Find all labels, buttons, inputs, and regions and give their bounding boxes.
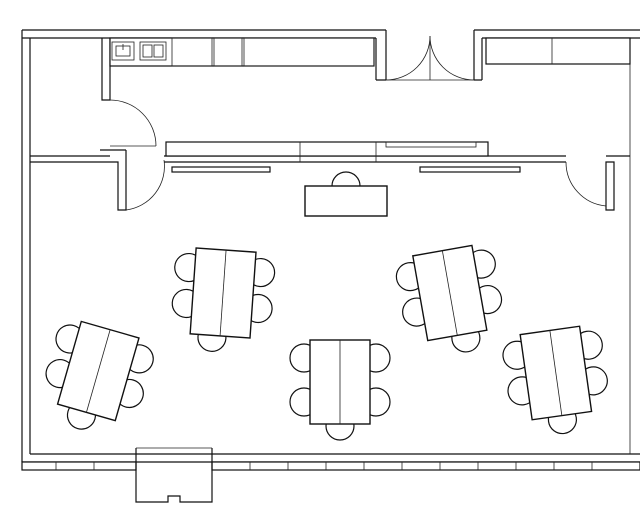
kitchen-door-2[interactable]	[125, 159, 165, 211]
entry-door[interactable]	[135, 447, 213, 503]
table-group-1	[171, 247, 276, 352]
whiteboard	[164, 141, 566, 173]
table-group-3	[45, 320, 154, 430]
table-group-5	[502, 325, 608, 435]
storage-counter	[485, 37, 631, 65]
kitchen-wall	[30, 38, 127, 211]
double-door[interactable]	[385, 35, 475, 81]
teacher-desk	[304, 171, 388, 217]
window-wall	[21, 461, 640, 471]
sink-icon	[111, 41, 167, 61]
side-door[interactable]	[565, 155, 630, 211]
table-group-2	[395, 244, 503, 353]
kitchen-door[interactable]	[109, 99, 157, 147]
table-group-4	[289, 339, 391, 441]
